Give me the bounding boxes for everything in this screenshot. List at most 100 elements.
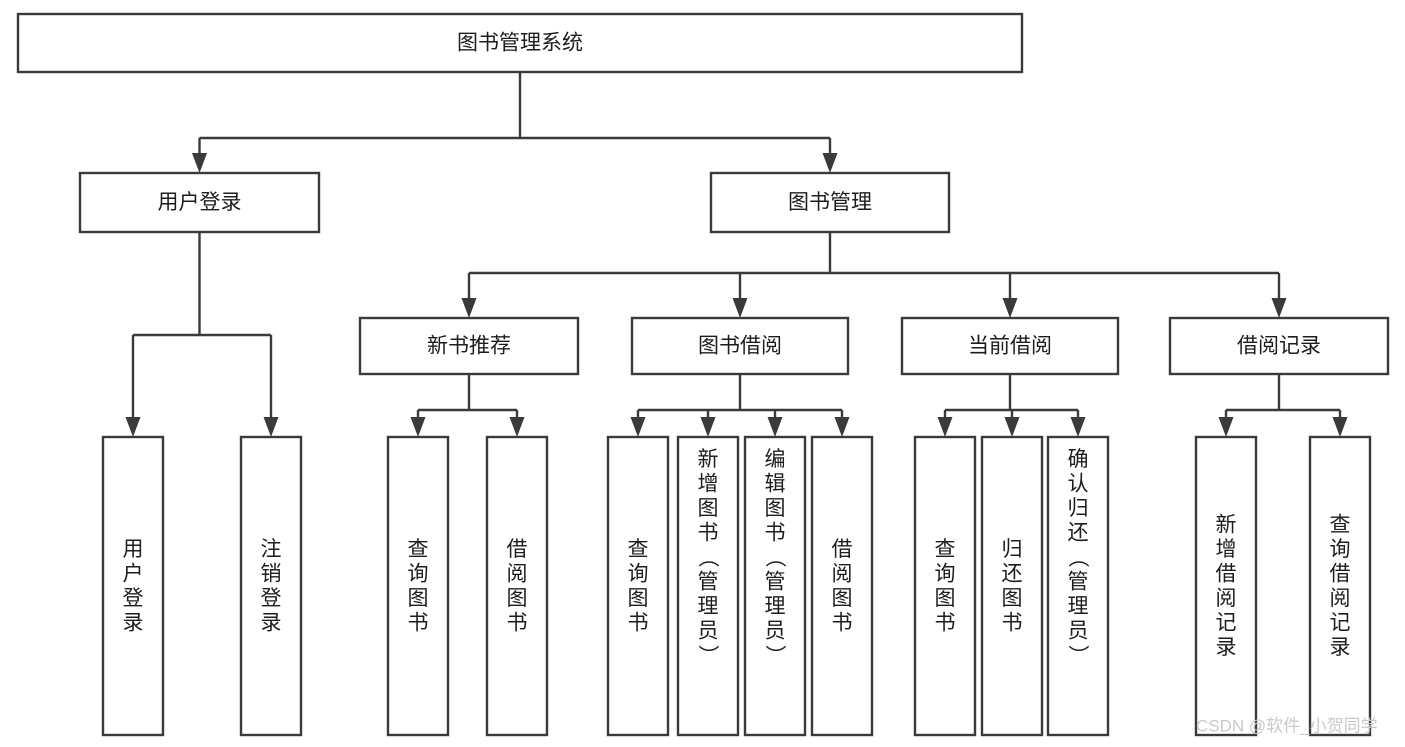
node-box-leaf-user-logout <box>239 435 303 737</box>
node-box-leaf-query-book-rec <box>386 435 450 737</box>
node-label-char-leaf-borrow-book-rec: 书 <box>507 612 528 635</box>
node-label-char-leaf-borrow-book: 借 <box>832 538 853 561</box>
node-label-char-leaf-borrow-book: 书 <box>832 612 853 635</box>
node-label-char-leaf-confirm-return-admin: （ <box>1066 547 1089 568</box>
node-label-borrow-record: 借阅记录 <box>1237 335 1321 358</box>
node-label-char-leaf-add-book-admin: 理 <box>698 595 719 618</box>
node-label-new-book-recommend: 新书推荐 <box>427 335 511 358</box>
node-label-char-leaf-borrow-book-rec: 图 <box>507 587 528 610</box>
node-box-leaf-query-borrow-record <box>1308 435 1372 737</box>
csdn-watermark: CSDN @软件_小贺同学 <box>1196 716 1378 735</box>
arrow-to-user-login <box>192 153 207 173</box>
node-borrow-record[interactable]: 借阅记录 <box>1168 316 1390 376</box>
node-label-char-leaf-user-logout: 登 <box>261 587 282 610</box>
node-current-borrow[interactable]: 当前借阅 <box>900 316 1120 376</box>
node-label-char-leaf-add-borrow-record: 增 <box>1216 538 1237 561</box>
arrow-to-leaf-add-borrow-record <box>1218 417 1234 437</box>
node-box-leaf-confirm-return-admin <box>1046 435 1110 737</box>
arrow-to-leaf-query-book-rec <box>410 417 426 437</box>
node-label-char-leaf-borrow-book-rec: 阅 <box>507 563 528 586</box>
node-box-leaf-query-book-current <box>913 435 977 737</box>
node-box-leaf-edit-book-admin <box>743 435 807 737</box>
node-root[interactable]: 图书管理系统 <box>16 12 1024 74</box>
node-layer: 图书管理系统用户登录图书管理新书推荐图书借阅当前借阅借阅记录用户登录注销登录查询… <box>16 12 1390 737</box>
node-label-char-leaf-add-borrow-record: 新 <box>1216 514 1237 537</box>
node-label-char-leaf-confirm-return-admin: 管 <box>1068 571 1089 594</box>
arrow-to-book-management <box>822 153 838 173</box>
node-label-char-leaf-add-borrow-record: 借 <box>1216 563 1237 586</box>
node-label-char-leaf-return-book: 书 <box>1002 612 1023 635</box>
node-label-char-leaf-add-book-admin: 员 <box>698 620 719 643</box>
arrow-to-current-borrow <box>1002 298 1018 318</box>
node-box-leaf-return-book <box>980 435 1044 737</box>
node-label-char-leaf-borrow-book: 图 <box>832 587 853 610</box>
arrow-to-leaf-add-book-admin <box>700 417 716 437</box>
node-label-char-leaf-confirm-return-admin: ） <box>1066 645 1089 666</box>
node-label-char-leaf-query-book-borrow: 询 <box>628 563 649 586</box>
node-label-char-leaf-user-login: 用 <box>123 538 144 561</box>
node-label-char-leaf-edit-book-admin: 编 <box>765 448 786 471</box>
node-label-char-leaf-query-borrow-record: 录 <box>1330 636 1351 659</box>
node-label-user-login: 用户登录 <box>158 191 242 214</box>
node-label-char-leaf-query-book-borrow: 书 <box>628 612 649 635</box>
node-label-char-leaf-query-book-rec: 书 <box>408 612 429 635</box>
node-new-book-recommend[interactable]: 新书推荐 <box>358 316 580 376</box>
arrow-to-leaf-confirm-return-admin <box>1070 417 1086 437</box>
connector-layer <box>125 72 1348 437</box>
node-label-char-leaf-confirm-return-admin: 确 <box>1068 448 1089 471</box>
arrow-to-leaf-borrow-book <box>834 417 850 437</box>
node-label-char-leaf-confirm-return-admin: 员 <box>1068 620 1089 643</box>
node-label-char-leaf-query-book-current: 查 <box>935 538 956 561</box>
node-label-char-leaf-edit-book-admin: 理 <box>765 595 786 618</box>
node-label-char-leaf-return-book: 图 <box>1002 587 1023 610</box>
node-label-char-leaf-add-book-admin: ） <box>696 645 719 666</box>
node-label-char-leaf-borrow-book: 阅 <box>832 563 853 586</box>
node-user-login[interactable]: 用户登录 <box>78 171 321 234</box>
arrow-to-leaf-user-logout <box>263 417 279 437</box>
node-book-borrow[interactable]: 图书借阅 <box>630 316 850 376</box>
node-label-char-leaf-confirm-return-admin: 归 <box>1068 497 1089 520</box>
node-label-char-leaf-borrow-book-rec: 借 <box>507 538 528 561</box>
node-label-char-leaf-query-book-current: 书 <box>935 612 956 635</box>
node-label-char-leaf-return-book: 归 <box>1002 538 1023 561</box>
node-label-root: 图书管理系统 <box>457 32 583 55</box>
node-label-char-leaf-add-book-admin: （ <box>696 547 719 568</box>
arrow-to-leaf-query-book-borrow <box>630 417 646 437</box>
node-label-char-leaf-query-borrow-record: 询 <box>1330 538 1351 561</box>
node-label-char-leaf-add-book-admin: 管 <box>698 571 719 594</box>
node-box-leaf-borrow-book <box>810 435 874 737</box>
node-label-char-leaf-edit-book-admin: 图 <box>765 497 786 520</box>
node-box-leaf-add-book-admin <box>676 435 740 737</box>
arrow-to-leaf-query-borrow-record <box>1332 417 1348 437</box>
node-label-char-leaf-confirm-return-admin: 认 <box>1068 473 1089 496</box>
arrow-to-book-borrow <box>732 298 748 318</box>
node-label-char-leaf-query-book-current: 询 <box>935 563 956 586</box>
node-label-char-leaf-query-borrow-record: 借 <box>1330 563 1351 586</box>
node-box-root <box>16 12 1024 74</box>
arrow-to-leaf-return-book <box>1004 417 1020 437</box>
node-label-char-leaf-query-book-rec: 询 <box>408 563 429 586</box>
node-box-book-borrow <box>630 316 850 376</box>
node-book-management[interactable]: 图书管理 <box>709 171 951 234</box>
node-label-char-leaf-edit-book-admin: 员 <box>765 620 786 643</box>
node-leaf-user-login[interactable]: 用户登录 <box>101 435 165 737</box>
node-label-current-borrow: 当前借阅 <box>968 335 1052 358</box>
node-label-char-leaf-query-book-borrow: 图 <box>628 587 649 610</box>
node-label-book-management: 图书管理 <box>788 191 872 214</box>
node-label-char-leaf-edit-book-admin: 辑 <box>765 473 786 496</box>
node-label-char-leaf-add-borrow-record: 阅 <box>1216 587 1237 610</box>
